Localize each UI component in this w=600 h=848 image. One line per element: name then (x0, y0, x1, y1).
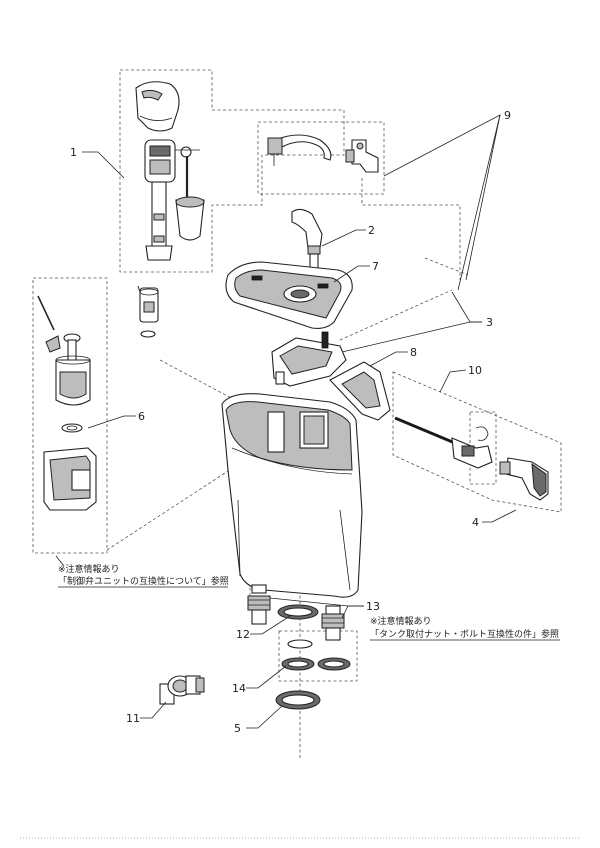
note-left-line2: 「制御弁ユニットの互換性について」参照 (58, 575, 229, 587)
note-left-line1: ※注意情報あり (58, 563, 120, 575)
group-box-gaskets (278, 630, 358, 682)
callout-13: 13 (366, 600, 380, 613)
part-13-tank-bolt-right (321, 605, 345, 641)
group-box-control-valve (32, 277, 108, 554)
part-4-handle (499, 457, 549, 501)
note-right-line2: 「タンク取付ナット・ボルト互換性の件」参照 (370, 628, 559, 640)
part-9-supply-hose (267, 134, 379, 173)
callout-5: 5 (234, 722, 241, 735)
part-11-stop-valve (159, 675, 205, 705)
group-box-valve-unit (119, 69, 345, 273)
callout-11: 11 (126, 712, 140, 725)
leader-lines (55, 114, 517, 729)
part-10-lever-arm (394, 416, 493, 469)
callout-9: 9 (504, 109, 511, 122)
part-12-ring-seal (277, 604, 319, 620)
note-left: ※注意情報あり 「制御弁ユニットの互換性について」参照 (58, 563, 229, 588)
part-5-flush-gasket (275, 690, 321, 710)
callout-labels: 1 2 3 4 5 6 7 8 9 10 11 12 13 14 (70, 109, 511, 735)
tank-body (221, 393, 363, 598)
note-right-line1: ※注意情報あり (370, 615, 432, 627)
part-14-gaskets (281, 639, 351, 671)
part-8-lever-bracket (271, 331, 391, 421)
part-6-control-valve (37, 295, 97, 511)
part-12-tank-bolt (247, 584, 271, 625)
callout-3: 3 (486, 316, 493, 329)
callout-1: 1 (70, 146, 77, 159)
callout-10: 10 (468, 364, 482, 377)
group-box-supply-hose (257, 121, 385, 195)
callout-8: 8 (410, 346, 417, 359)
group-box-lever-assembly (392, 371, 562, 513)
part-2-spout (291, 208, 323, 273)
callout-12: 12 (236, 628, 250, 641)
callout-2: 2 (368, 224, 375, 237)
note-right: ※注意情報あり 「タンク取付ナット・ボルト互換性の件」参照 (370, 615, 560, 641)
callout-7: 7 (372, 260, 379, 273)
part-7-tank-lid (225, 261, 353, 329)
callout-4: 4 (472, 516, 479, 529)
callout-6: 6 (138, 410, 145, 423)
part-1-ball-tap-valve (135, 81, 205, 261)
callout-14: 14 (232, 682, 246, 695)
part-3-float-tube (137, 285, 159, 338)
